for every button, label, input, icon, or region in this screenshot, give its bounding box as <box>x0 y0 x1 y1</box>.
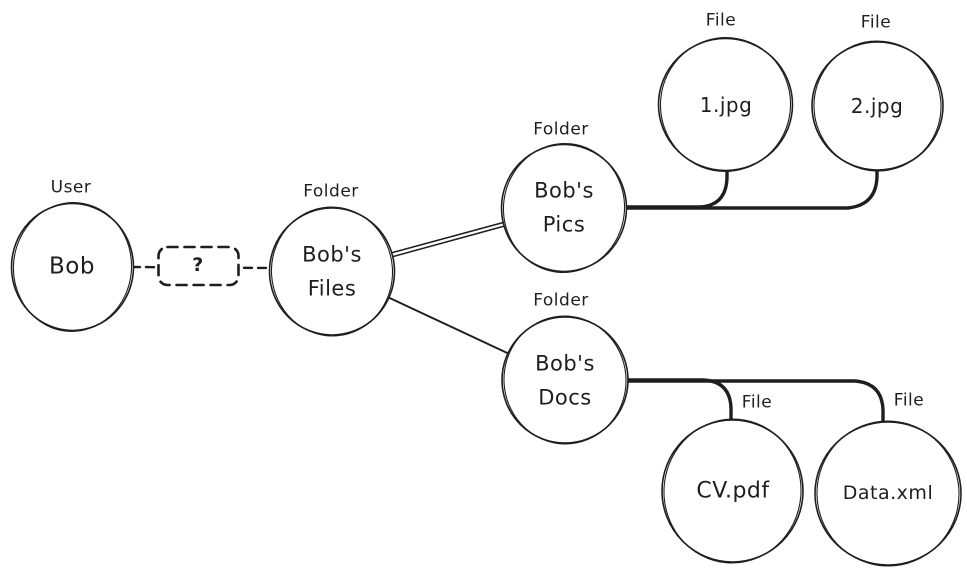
bob-user-node[interactable] <box>8 198 137 337</box>
file-1jpg-label: 1.jpg <box>699 93 753 117</box>
edge-pics-to-2jpg <box>562 128 879 210</box>
file-dataxml-type-label: File <box>893 390 925 411</box>
file-cvpdf-type-label: File <box>741 392 773 413</box>
file-1jpg-type-label: File <box>705 10 737 31</box>
bob-type-label: User <box>50 177 92 198</box>
relationship-question-box[interactable] <box>157 245 240 287</box>
file-cvpdf-label: CV.pdf <box>696 478 770 504</box>
bobs-files-label: Bob's Files <box>302 242 362 300</box>
file-2jpg-label: 2.jpg <box>850 94 904 118</box>
bobs-docs-node[interactable] <box>499 311 632 449</box>
bobs-pics-node[interactable] <box>497 138 631 279</box>
edge-docs-to-dataxml <box>563 379 885 457</box>
file-2jpg-node[interactable] <box>808 35 948 178</box>
bobs-docs-type-label: Folder <box>533 290 589 311</box>
relationship-question-label: ? <box>192 253 204 276</box>
file-cvpdf-node[interactable] <box>658 413 807 568</box>
bob-label: Bob <box>49 253 95 280</box>
file-2jpg-type-label: File <box>860 12 892 33</box>
file-dataxml-label: Data.xml <box>842 481 934 504</box>
bobs-docs-label: Bob's Docs <box>535 351 595 409</box>
bobs-files-node[interactable] <box>267 203 397 340</box>
file-dataxml-node[interactable] <box>811 415 965 570</box>
bobs-pics-label: Bob's Pics <box>534 178 594 236</box>
file-1jpg-node[interactable] <box>655 32 796 177</box>
bobs-files-type-label: Folder <box>303 181 359 202</box>
bobs-pics-type-label: Folder <box>533 119 589 140</box>
diagram-ink <box>8 32 965 570</box>
